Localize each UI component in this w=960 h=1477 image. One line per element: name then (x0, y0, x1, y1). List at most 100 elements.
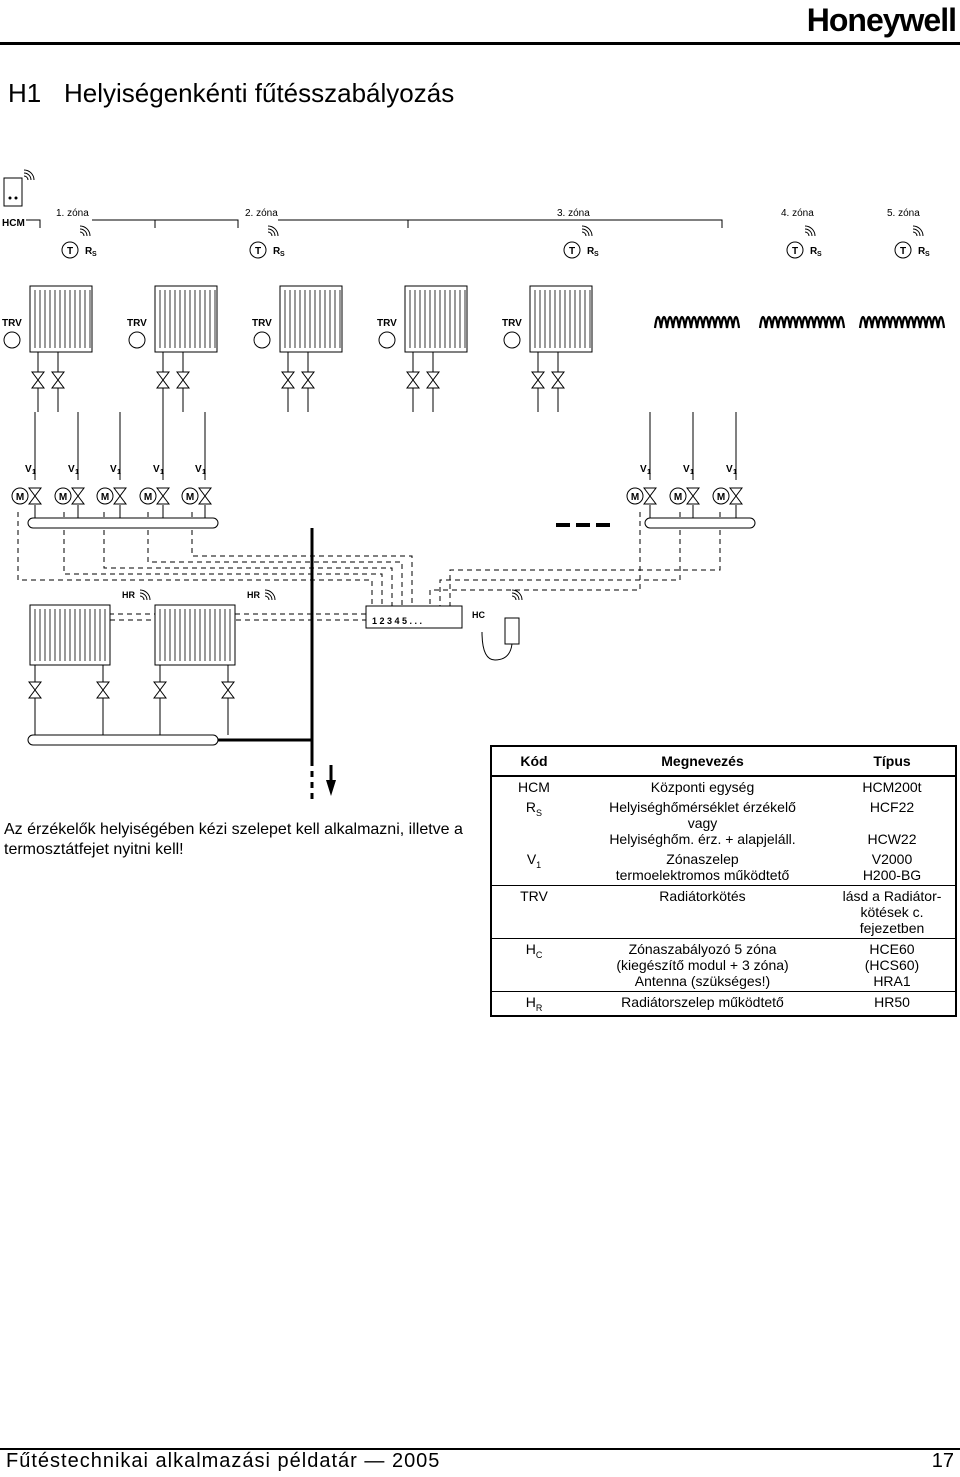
v1-label: V (153, 464, 160, 475)
sensor-rs-label: R (85, 246, 93, 257)
sensor-rs-sub: S (925, 251, 930, 258)
radiator-icon (154, 285, 218, 353)
hc-label: HC (472, 610, 485, 620)
hcm-button-icon (14, 196, 18, 200)
hcm-label: HCM (2, 218, 25, 229)
type-line: lásd a Radiátor- (842, 888, 942, 904)
hr-wireless-icon (139, 589, 151, 601)
valve-icon (51, 371, 65, 389)
flow-arrow-icon (326, 780, 336, 796)
footer-text: Fűtéstechnikai alkalmazási példatár — 20… (6, 1450, 441, 1472)
zone-bracket (600, 219, 723, 228)
cell-code: HR (491, 991, 576, 1016)
motor-icon (626, 487, 644, 505)
valve-icon (153, 681, 167, 699)
zone-valve-icon (156, 487, 170, 505)
v1-sub: 1 (117, 469, 121, 476)
floor-coil-icon (858, 315, 946, 329)
radiator-icon (279, 285, 343, 353)
manifold-icon (27, 734, 219, 746)
valve-icon (301, 371, 315, 389)
page-number: 17 (931, 1450, 954, 1472)
sensor-wireless-icon (267, 225, 279, 237)
cell-type: lásd a Radiátor-kötések c. fejezetben (829, 885, 956, 939)
v1-sub: 1 (202, 469, 206, 476)
motor-icon-label: M (674, 492, 682, 503)
valve-icon (31, 371, 45, 389)
sensor-rs-sub: S (594, 251, 599, 258)
code-main: H (525, 994, 536, 1010)
zone-bracket (154, 219, 238, 228)
signal-line (147, 512, 403, 620)
name-line: Radiátorkötés (659, 888, 746, 904)
hr-label: HR (247, 590, 260, 600)
zone-valve-icon (113, 487, 127, 505)
name-line: Helyiséghőmérséklet érzékelő (609, 799, 796, 815)
hc-module-icon (365, 605, 463, 629)
sensor-rs-label: R (918, 246, 926, 257)
type-line (832, 815, 952, 831)
code-main: V (526, 851, 537, 867)
name-line: termoelektromos működtető (615, 867, 790, 883)
hcm-wireless-icon (23, 169, 35, 181)
name-line: (kiegészítő modul + 3 zóna) (616, 957, 789, 973)
name-line: Helyiséghőm. érz. + alapjeláll. (609, 831, 796, 847)
trv-label: TRV (127, 318, 147, 329)
motor-icon (11, 487, 29, 505)
v1-sub: 1 (160, 469, 164, 476)
name-line: Zónaszelep (666, 851, 739, 867)
zone-bracket (26, 219, 41, 228)
valve-icon (551, 371, 565, 389)
hr-wireless-icon (264, 589, 276, 601)
code-main: H (525, 941, 536, 957)
motor-icon-label: M (717, 492, 725, 503)
signal-line (17, 512, 373, 620)
cell-code: HCM (491, 776, 576, 797)
antenna-icon (504, 617, 520, 645)
thermostat-icon (61, 241, 79, 259)
col-header-type: Típus (829, 746, 956, 777)
sensor-rs-label: R (810, 246, 818, 257)
type-line: HCM200t (862, 779, 922, 795)
sensor-wireless-icon (804, 225, 816, 237)
trv-head-icon (253, 331, 271, 349)
code-sub: C (535, 950, 543, 960)
motor-icon (96, 487, 114, 505)
code-main: HCM (518, 779, 550, 795)
v1-sub: 1 (690, 469, 694, 476)
floor-coil-icon (653, 315, 741, 329)
radiator-icon (154, 604, 236, 666)
col-header-code: Kód (491, 746, 576, 777)
sensor-wireless-icon (912, 225, 924, 237)
type-line: kötések c. fejezetben (859, 904, 925, 936)
sensor-wireless-icon (79, 225, 91, 237)
zone-label: 3. zóna (557, 208, 590, 219)
cell-name: Központi egység (576, 776, 829, 797)
type-line: H200-BG (862, 867, 922, 883)
trv-label: TRV (252, 318, 272, 329)
v1-sub: 1 (647, 469, 651, 476)
manifold-icon (27, 517, 219, 529)
zone-valve-icon (643, 487, 657, 505)
floor-coil-icon (758, 315, 846, 329)
thermostat-icon (894, 241, 912, 259)
v1-sub: 1 (733, 469, 737, 476)
honeywell-logo: Honeywell (806, 2, 957, 38)
trv-label: TRV (2, 318, 22, 329)
signal-line (103, 512, 393, 620)
sensor-rs-sub: S (817, 251, 822, 258)
hcm-button-icon (8, 196, 12, 200)
footer-rule (0, 1448, 960, 1450)
sensor-rs-sub: S (92, 251, 97, 258)
type-line: HCW22 (867, 831, 917, 847)
radiator-icon (29, 285, 93, 353)
type-line: HRA1 (873, 973, 911, 989)
motor-icon (139, 487, 157, 505)
cell-type: HCF22 HCW22 (829, 797, 956, 849)
